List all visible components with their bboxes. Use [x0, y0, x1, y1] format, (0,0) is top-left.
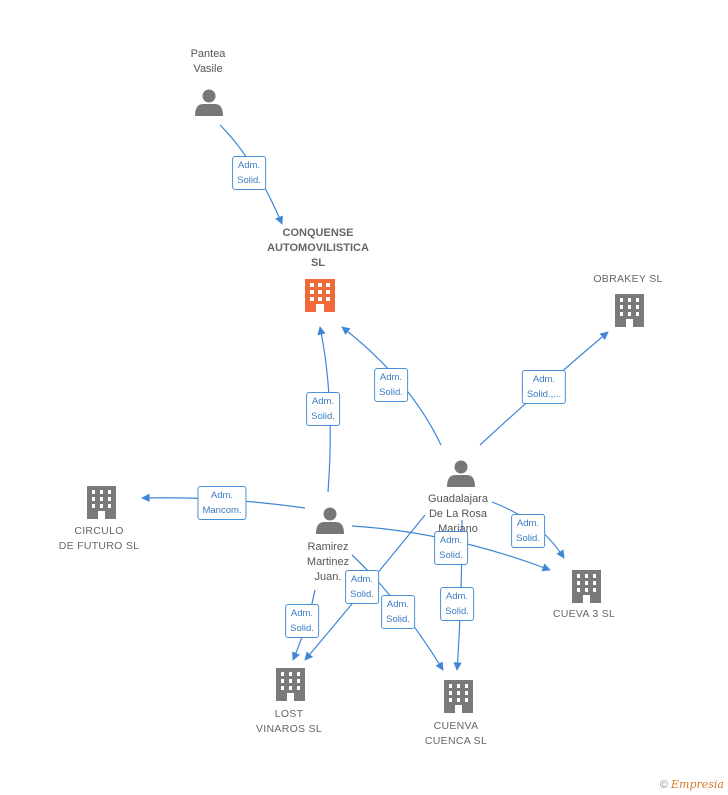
node-label-conquense[interactable]: CONQUENSE AUTOMOVILISTICA SL [267, 227, 369, 269]
node-label-ramirez[interactable]: Ramirez Martinez Juan. [306, 541, 350, 583]
node-label-cueva3[interactable]: CUEVA 3 SL [552, 608, 616, 620]
building-icon-main [305, 279, 335, 312]
building-icon-obrakey [615, 294, 644, 327]
person-icon [447, 460, 475, 487]
edge-label-ramirez-conquense[interactable]: Adm. Solid. [306, 392, 340, 426]
node-label-circulo[interactable]: CIRCULO DE FUTURO SL [58, 525, 140, 552]
edge-label-ramirez-lost[interactable]: Adm. Solid. [285, 604, 319, 638]
edge-label-guadalajara-conquense[interactable]: Adm. Solid. [374, 368, 408, 402]
node-label-lost[interactable]: LOST VINAROS SL [255, 708, 323, 735]
brand-logo: Empresia [671, 778, 724, 791]
edge-label-guadalajara-cuenva[interactable]: Adm. Solid. [440, 587, 474, 621]
node-label-cuenva[interactable]: CUENVA CUENCA SL [424, 720, 488, 747]
node-label-obrakey[interactable]: OBRAKEY SL [593, 273, 663, 285]
person-icon [195, 89, 223, 116]
building-icon-circulo [87, 486, 116, 519]
edge-label-guadalajara-cueva3[interactable]: Adm. Solid. [511, 514, 545, 548]
building-icon-cuenva [444, 680, 473, 713]
edge-label-guadalajara-obrakey[interactable]: Adm. Solid.,... [521, 370, 567, 404]
building-icon-lost [276, 668, 305, 701]
footer-brand[interactable]: © Empresia [660, 778, 724, 791]
edge-label-pantea-conquense[interactable]: Adm. Solid. [232, 156, 266, 190]
edge-label-ramirez-circulo[interactable]: Adm. Mancom. [197, 486, 247, 520]
edge-label-ramirez-cuenva[interactable]: Adm. Solid. [381, 595, 415, 629]
copyright-icon: © [659, 779, 668, 791]
edge-label-guadalajara-lost[interactable]: Adm. Solid. [345, 570, 379, 604]
building-icon-cueva3 [572, 570, 601, 603]
person-icon [316, 507, 344, 534]
node-label-pantea[interactable]: Pantea Vasile [190, 48, 226, 75]
edge-label-ramirez-cueva3[interactable]: Adm. Solid. [434, 531, 468, 565]
